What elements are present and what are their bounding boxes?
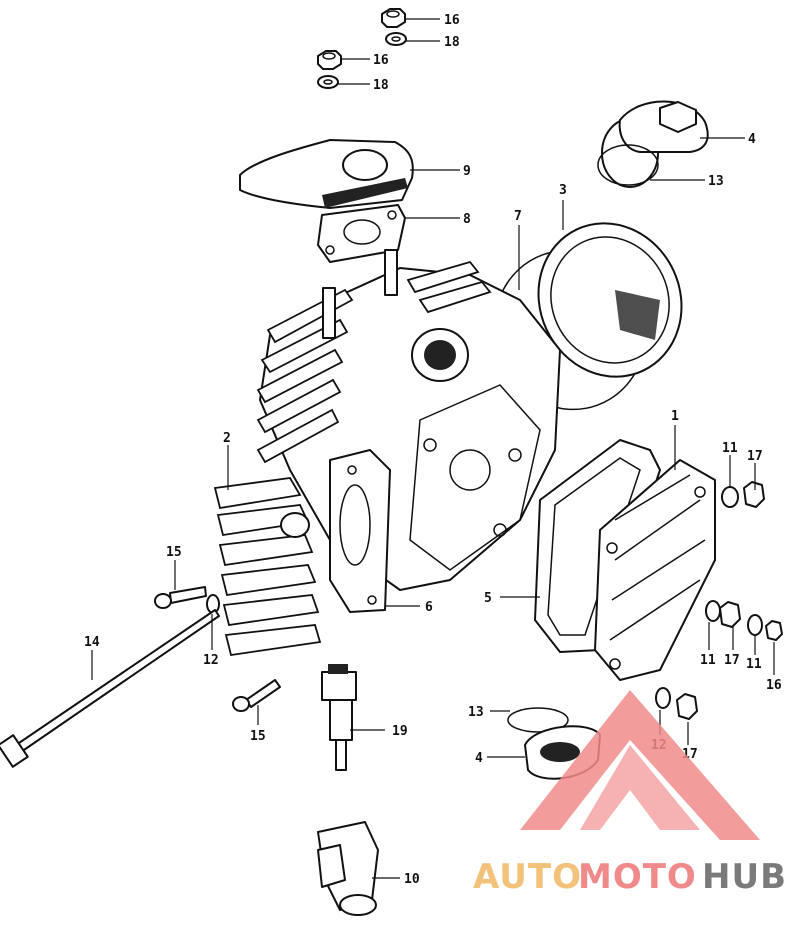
side-fins-2	[213, 477, 322, 657]
cover-3	[537, 222, 683, 378]
callout-16-a: 16	[444, 13, 460, 28]
callout-13-bottom: 13	[468, 705, 484, 720]
callout-4-bottom: 4	[475, 751, 483, 766]
gasket-6	[329, 449, 391, 613]
o-ring-13-bottom	[507, 707, 569, 733]
callout-18-b: 18	[373, 78, 389, 93]
cover-1	[594, 459, 716, 681]
nut-16-top	[381, 8, 406, 28]
washer-18-second	[317, 75, 339, 89]
gasket-8	[317, 204, 406, 263]
watermark-auto: AUTO	[473, 857, 582, 897]
filler-cap-top	[597, 100, 709, 188]
callout-2: 2	[223, 431, 231, 446]
callout-11-lower-a: 11	[700, 653, 716, 668]
washer-11-lower-b	[747, 614, 763, 636]
nut-17-bottom	[676, 693, 698, 720]
callout-6: 6	[425, 600, 433, 615]
callout-3: 3	[559, 183, 567, 198]
callout-7: 7	[514, 209, 522, 224]
nut-16-lower	[765, 620, 783, 641]
nut-16-second	[317, 50, 342, 70]
callout-15-lower: 15	[250, 729, 266, 744]
nut-17-upper	[743, 481, 765, 508]
bolt-15-upper	[154, 586, 207, 609]
plug-cap-10	[317, 821, 379, 916]
nut-17-lower	[719, 601, 741, 628]
watermark-triangle-icon	[520, 690, 760, 840]
leader-lines	[91, 18, 775, 879]
callout-11-upper: 11	[722, 441, 738, 456]
bolt-15-lower	[232, 679, 281, 712]
callout-8: 8	[463, 212, 471, 227]
callout-18-a: 18	[444, 35, 460, 50]
callout-13-top: 13	[708, 174, 724, 189]
watermark-hub: HUB	[702, 857, 787, 897]
stud-14	[0, 609, 220, 768]
callout-15-upper: 15	[166, 545, 182, 560]
washer-18-top	[385, 32, 407, 46]
callout-12-left: 12	[203, 653, 219, 668]
washer-12-right	[655, 687, 671, 709]
callout-5: 5	[484, 591, 492, 606]
callout-16-lower: 16	[766, 678, 782, 693]
callout-10: 10	[404, 872, 420, 887]
callout-17-lower: 17	[724, 653, 740, 668]
bracket-9	[239, 139, 414, 209]
spark-plug-19	[321, 664, 357, 771]
callout-9: 9	[463, 164, 471, 179]
watermark-moto: MOTO	[578, 857, 697, 897]
callout-4-top: 4	[748, 132, 756, 147]
callout-17-upper: 17	[747, 449, 763, 464]
callout-11-lower-b: 11	[746, 657, 762, 672]
callout-14: 14	[84, 635, 100, 650]
callout-1: 1	[671, 409, 679, 424]
callout-16-b: 16	[373, 53, 389, 68]
callout-19: 19	[392, 724, 408, 739]
